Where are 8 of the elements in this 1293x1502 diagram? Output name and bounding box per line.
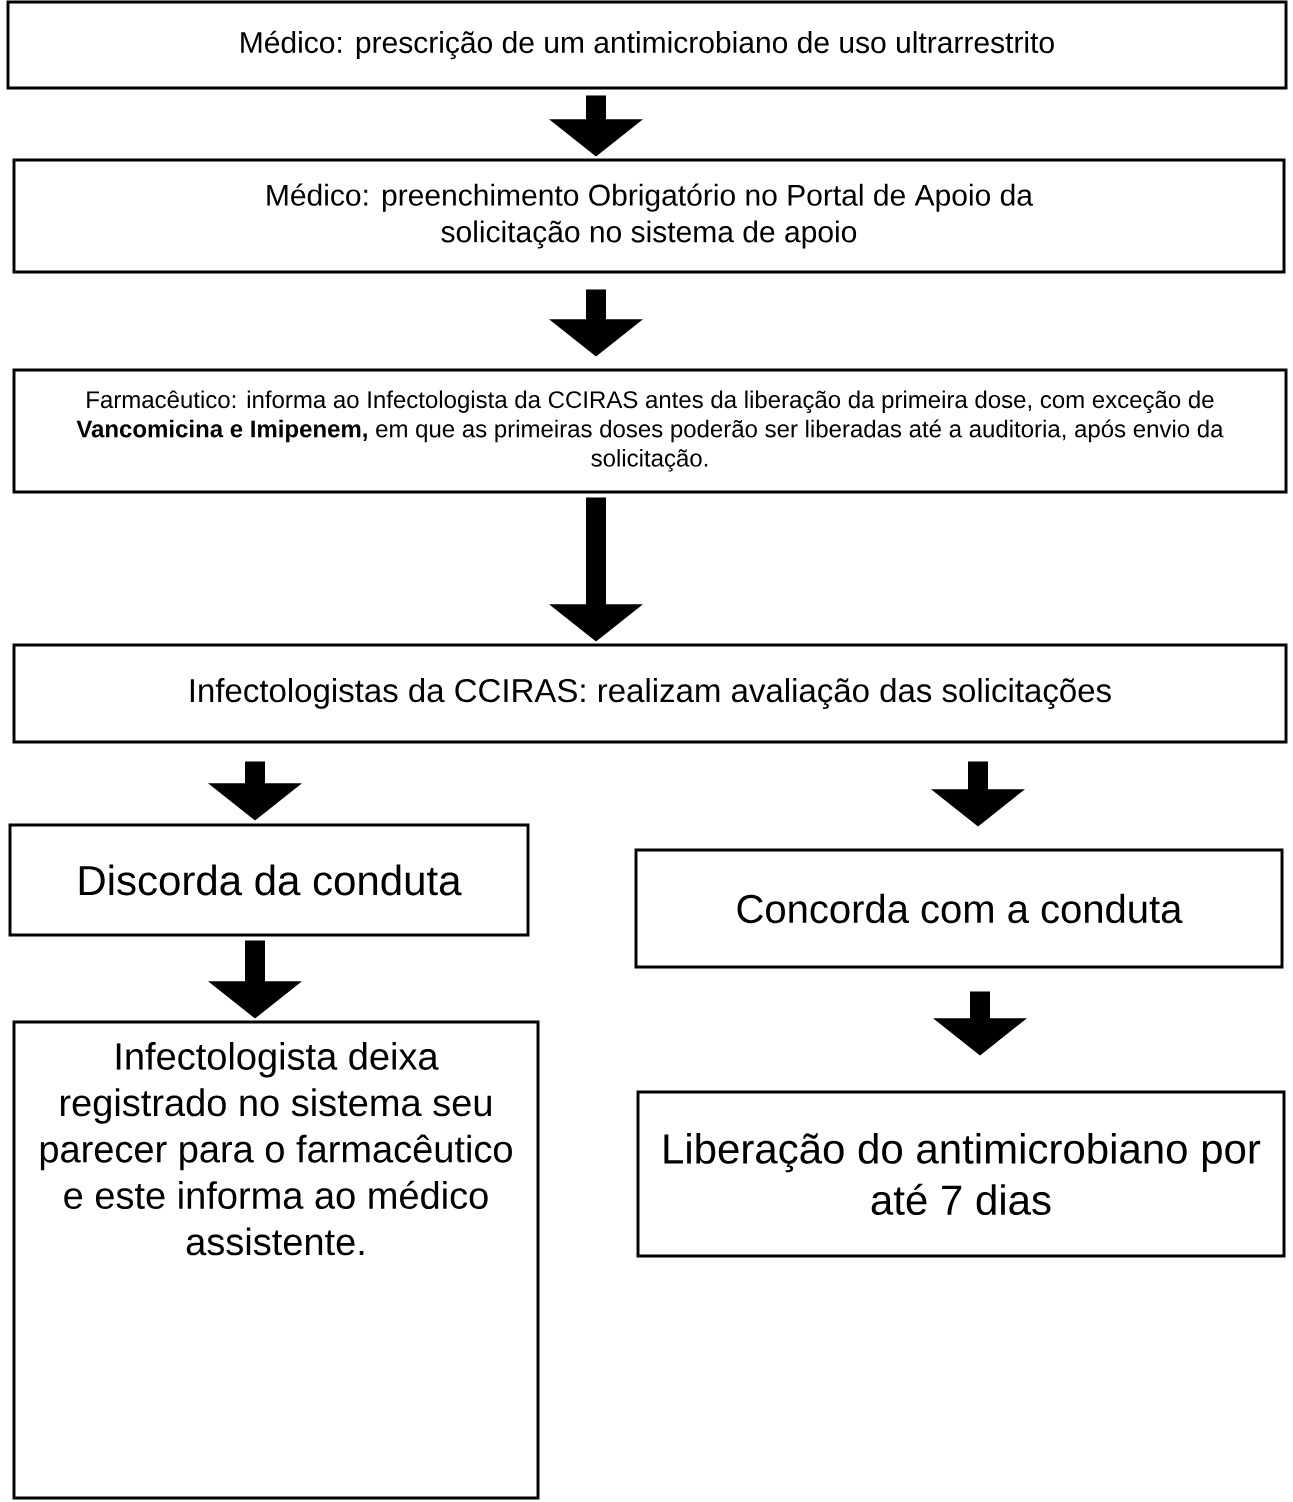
process-box: Médico: preenchimento Obrigatório no Portal de Apoio da solicitação no sistema de apoio bbox=[12, 158, 1286, 274]
process-box: Liberação do antimicrobiano por até 7 dias bbox=[636, 1090, 1286, 1258]
process-box: Infectologista deixa registrado no sistema seu parecer para o farmacêutico e este informa ao médico assistente. bbox=[12, 1020, 540, 1500]
process-box: Farmacêutico: informa ao Infectologista da CCIRAS antes da liberação da primeira dose, com exceção de Vancomicina e Imipenem, em que as primeiras doses poderão ser liberadas até a auditoria, após envio da solicitação. bbox=[12, 368, 1288, 494]
process-box: Médico: prescrição de um antimicrobiano de uso ultrarrestrito bbox=[6, 0, 1288, 90]
process-box: Discorda da conduta bbox=[8, 823, 530, 937]
process-box: Infectologistas da CCIRAS: realizam avaliação das solicitações bbox=[12, 643, 1288, 744]
process-box: Concorda com a conduta bbox=[634, 848, 1284, 969]
